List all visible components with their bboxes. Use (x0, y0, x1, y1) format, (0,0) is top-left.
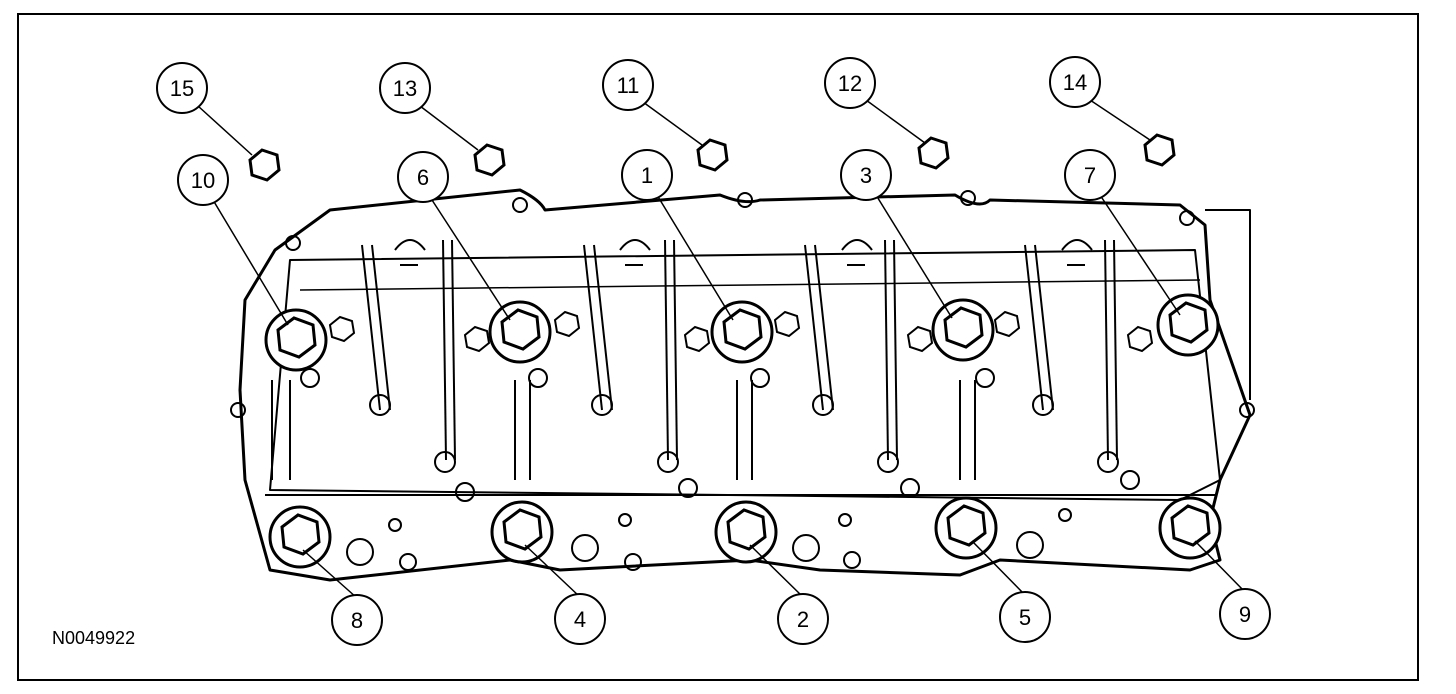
callout-label-4: 4 (574, 607, 586, 632)
figure-code: N0049922 (52, 628, 136, 648)
callout-2: 2 (777, 593, 829, 645)
callout-10: 10 (177, 154, 229, 206)
bolt-14 (1143, 133, 1176, 167)
bolt-9 (1158, 496, 1222, 560)
callout-5: 5 (999, 591, 1051, 643)
bolt-11 (696, 138, 729, 172)
rocker-group-3 (804, 239, 899, 473)
bolt-1 (710, 300, 774, 364)
mounting-holes (230, 190, 1255, 571)
callout-4: 4 (554, 593, 606, 645)
callout-12: 12 (824, 57, 876, 109)
callout-label-11: 11 (617, 73, 640, 98)
bolt-2 (714, 500, 778, 564)
valve-train (230, 190, 1255, 571)
bolt-8 (268, 505, 332, 569)
ribs (271, 380, 976, 480)
callout-label-14: 14 (1063, 70, 1087, 95)
bolt-3 (931, 298, 995, 362)
callout-label-1: 1 (641, 163, 653, 188)
small-head-bolts (248, 133, 1176, 182)
callout-9: 9 (1219, 588, 1271, 640)
small-bolts (328, 310, 1154, 353)
bolt-5 (934, 496, 998, 560)
callout-label-15: 15 (170, 76, 194, 101)
callout-14: 14 (1049, 56, 1101, 108)
callout-8: 8 (331, 594, 383, 646)
callout-label-9: 9 (1239, 602, 1251, 627)
bolt-6 (488, 300, 552, 364)
rocker-group-1 (361, 239, 456, 473)
leader-lines (197, 99, 1246, 599)
rocker-group-4 (1024, 239, 1119, 473)
callout-1: 1 (621, 149, 673, 201)
callout-label-13: 13 (393, 76, 417, 101)
callouts: 15 13 11 12 14 10 6 1 3 7 8 4 2 5 9 (156, 56, 1271, 646)
callout-6: 6 (397, 151, 449, 203)
callout-15: 15 (156, 62, 208, 114)
callout-label-5: 5 (1019, 605, 1031, 630)
callout-7: 7 (1064, 149, 1116, 201)
bolt-4 (490, 500, 554, 564)
callout-label-7: 7 (1084, 163, 1096, 188)
head-bolts (264, 293, 1222, 569)
bolt-13 (473, 143, 506, 177)
bolt-15 (248, 148, 281, 182)
callout-3: 3 (840, 149, 892, 201)
callout-label-10: 10 (191, 168, 215, 193)
bolt-12 (917, 136, 950, 170)
rocker-group-2 (583, 239, 679, 473)
callout-label-6: 6 (417, 165, 429, 190)
callout-label-3: 3 (860, 163, 872, 188)
bolt-10 (264, 308, 328, 372)
diagram-border (17, 13, 1419, 681)
bolt-7 (1156, 293, 1220, 357)
callout-label-2: 2 (797, 607, 809, 632)
callout-13: 13 (379, 62, 431, 114)
callout-label-12: 12 (838, 71, 862, 96)
callout-11: 11 (602, 59, 654, 111)
callout-label-8: 8 (351, 608, 363, 633)
